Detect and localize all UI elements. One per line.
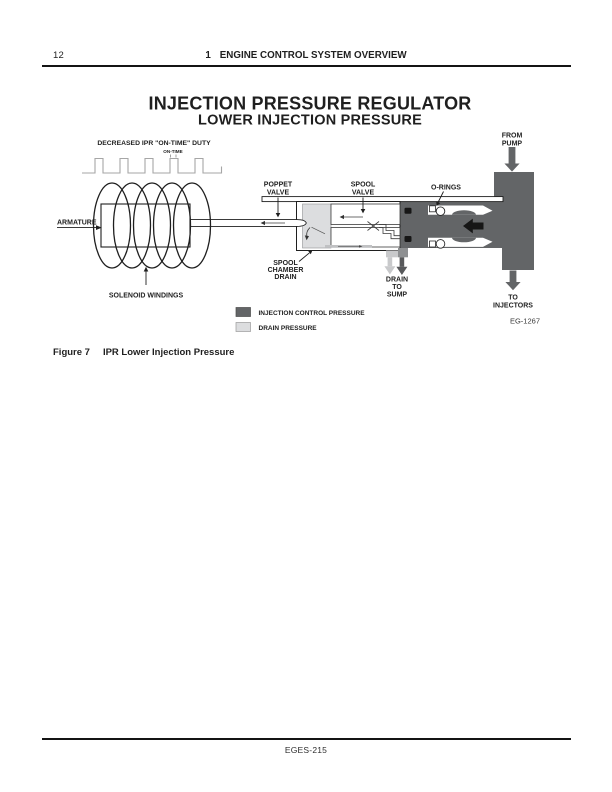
from-pump-arrow-shaft: [508, 147, 516, 164]
from-pump-arrow-head: [504, 163, 520, 172]
doc-code: EGES-215: [284, 745, 328, 755]
footer-rule: [42, 737, 571, 740]
valve-top-plate: [261, 196, 504, 203]
from-pump-label-1: FROM: [502, 133, 523, 140]
flow-arrows: [260, 214, 363, 241]
legend-swatch-injection-control: [235, 307, 251, 317]
rod-motion-arrowhead: [260, 220, 265, 226]
drain-port-light: [386, 250, 398, 258]
coil-winding: [172, 182, 212, 269]
poppet-valve-arrowhead: [275, 213, 281, 218]
page-number: 12: [53, 50, 64, 61]
poppet-valve-label-1: POPPET: [264, 182, 293, 189]
spool-chamber-drain-label-2: CHAMBER: [268, 267, 304, 274]
drain-to-sump-label-1: DRAIN: [386, 277, 408, 284]
on-time-label: ON-TIME: [163, 149, 182, 154]
spool-chamber-drain-label-3: DRAIN: [274, 274, 296, 281]
chapter-title: ENGINE CONTROL SYSTEM OVERVIEW: [219, 50, 407, 61]
poppet-valve-label-2: VALVE: [267, 190, 290, 197]
passage-step-upper: [379, 224, 401, 237]
o-ring-land-bottom: [452, 237, 476, 243]
to-injectors-label-2: INJECTORS: [493, 303, 533, 310]
callouts: ARMATURE SOLENOID WINDINGS POPPET VALVE …: [57, 133, 533, 310]
to-injectors-arrow-shaft: [509, 270, 517, 282]
chapter-number: 1: [205, 50, 211, 61]
legend: INJECTION CONTROL PRESSURE DRAIN PRESSUR…: [235, 307, 540, 332]
legend-swatch-drain: [235, 322, 251, 332]
o-ring-bottom: [435, 239, 446, 249]
pump-inlet-block: [494, 172, 534, 270]
spool-chamber-drain-leader: [298, 252, 310, 262]
running-header: 1 ENGINE CONTROL SYSTEM OVERVIEW: [0, 50, 612, 61]
spool-chamber-upper: [330, 203, 401, 225]
drain-to-sump-label-2: TO: [392, 284, 402, 291]
solenoid-windings-arrowhead: [143, 266, 149, 272]
strip-flow-arrowhead: [359, 245, 363, 248]
seal-block-top: [404, 207, 412, 214]
valve-seat-cross: [367, 221, 380, 231]
coil-winding: [92, 182, 132, 269]
seal-block-bottom: [404, 236, 412, 242]
drain-arrow-dark-head: [396, 266, 408, 275]
drain-arrow-light-head: [384, 266, 396, 275]
solenoid-assembly: [92, 182, 307, 269]
poppet-seat-line: [311, 226, 326, 235]
on-time-bracket: [170, 154, 177, 158]
spool-chamber-drain-arrowhead: [308, 250, 313, 255]
waveform-caption: DECREASED IPR "ON-TIME" DUTY: [97, 140, 211, 147]
diagram-svg: INJECTION PRESSURE REGULATOR LOWER INJEC…: [57, 94, 540, 332]
armature-rod: [189, 219, 307, 227]
drain-port-dark: [398, 248, 408, 258]
legend-label-drain: DRAIN PRESSURE: [259, 325, 318, 332]
spool-valve-arrowhead: [360, 209, 366, 214]
oil-flow-left-arrow: [463, 218, 484, 234]
o-rings-leader: [437, 191, 444, 203]
header-rule: [42, 64, 571, 68]
coil-winding: [132, 182, 172, 269]
from-pump-label-2: PUMP: [502, 141, 523, 148]
spool-valve-label-2: VALVE: [352, 190, 375, 197]
poppet-drain-curve: [306, 227, 311, 237]
o-ring-backup-bottom: [429, 240, 436, 248]
spool-valve-label-1: SPOOL: [351, 182, 376, 189]
armature-arrowhead: [96, 225, 102, 230]
legend-label-injection-control: INJECTION CONTROL PRESSURE: [259, 310, 366, 317]
to-injectors-label-1: TO: [508, 295, 518, 302]
solenoid-windings-label: SOLENOID WINDINGS: [109, 293, 184, 300]
drain-arrow-light-shaft: [387, 257, 393, 267]
armature-label: ARMATURE: [57, 220, 97, 227]
figure-code: EG-1267: [510, 317, 540, 326]
diagram-title: INJECTION PRESSURE REGULATOR: [149, 94, 472, 114]
drain-arrow-dark-shaft: [399, 257, 405, 267]
coil-winding: [112, 182, 152, 269]
pwm-waveform: DECREASED IPR "ON-TIME" DUTY ON-TIME: [82, 140, 223, 174]
spool-motion-arrowhead: [339, 214, 344, 220]
figure-caption: Figure 7 IPR Lower Injection Pressure: [53, 347, 234, 358]
drain-to-sump-label-3: SUMP: [387, 292, 408, 299]
spool-chamber-drain-label-1: SPOOL: [273, 260, 298, 267]
coil-winding: [152, 182, 192, 269]
o-ring-backup-top: [429, 205, 436, 213]
passage-step-lower: [379, 227, 401, 240]
diagram-subtitle: LOWER INJECTION PRESSURE: [198, 113, 422, 129]
pwm-signal-trace: [82, 157, 223, 174]
figure-title: IPR Lower Injection Pressure: [102, 347, 235, 358]
poppet-drain-arrowhead: [304, 235, 309, 241]
drain-pressure-chamber: [302, 203, 332, 249]
o-ring-top: [435, 206, 446, 216]
to-injectors-arrow-head: [505, 282, 521, 291]
o-rings-label: O-RINGS: [431, 185, 461, 192]
o-rings-arrowhead: [436, 201, 441, 206]
figure-label: Figure 7: [53, 347, 90, 358]
o-ring-land-top: [452, 210, 476, 215]
regulator-body: [261, 147, 534, 291]
